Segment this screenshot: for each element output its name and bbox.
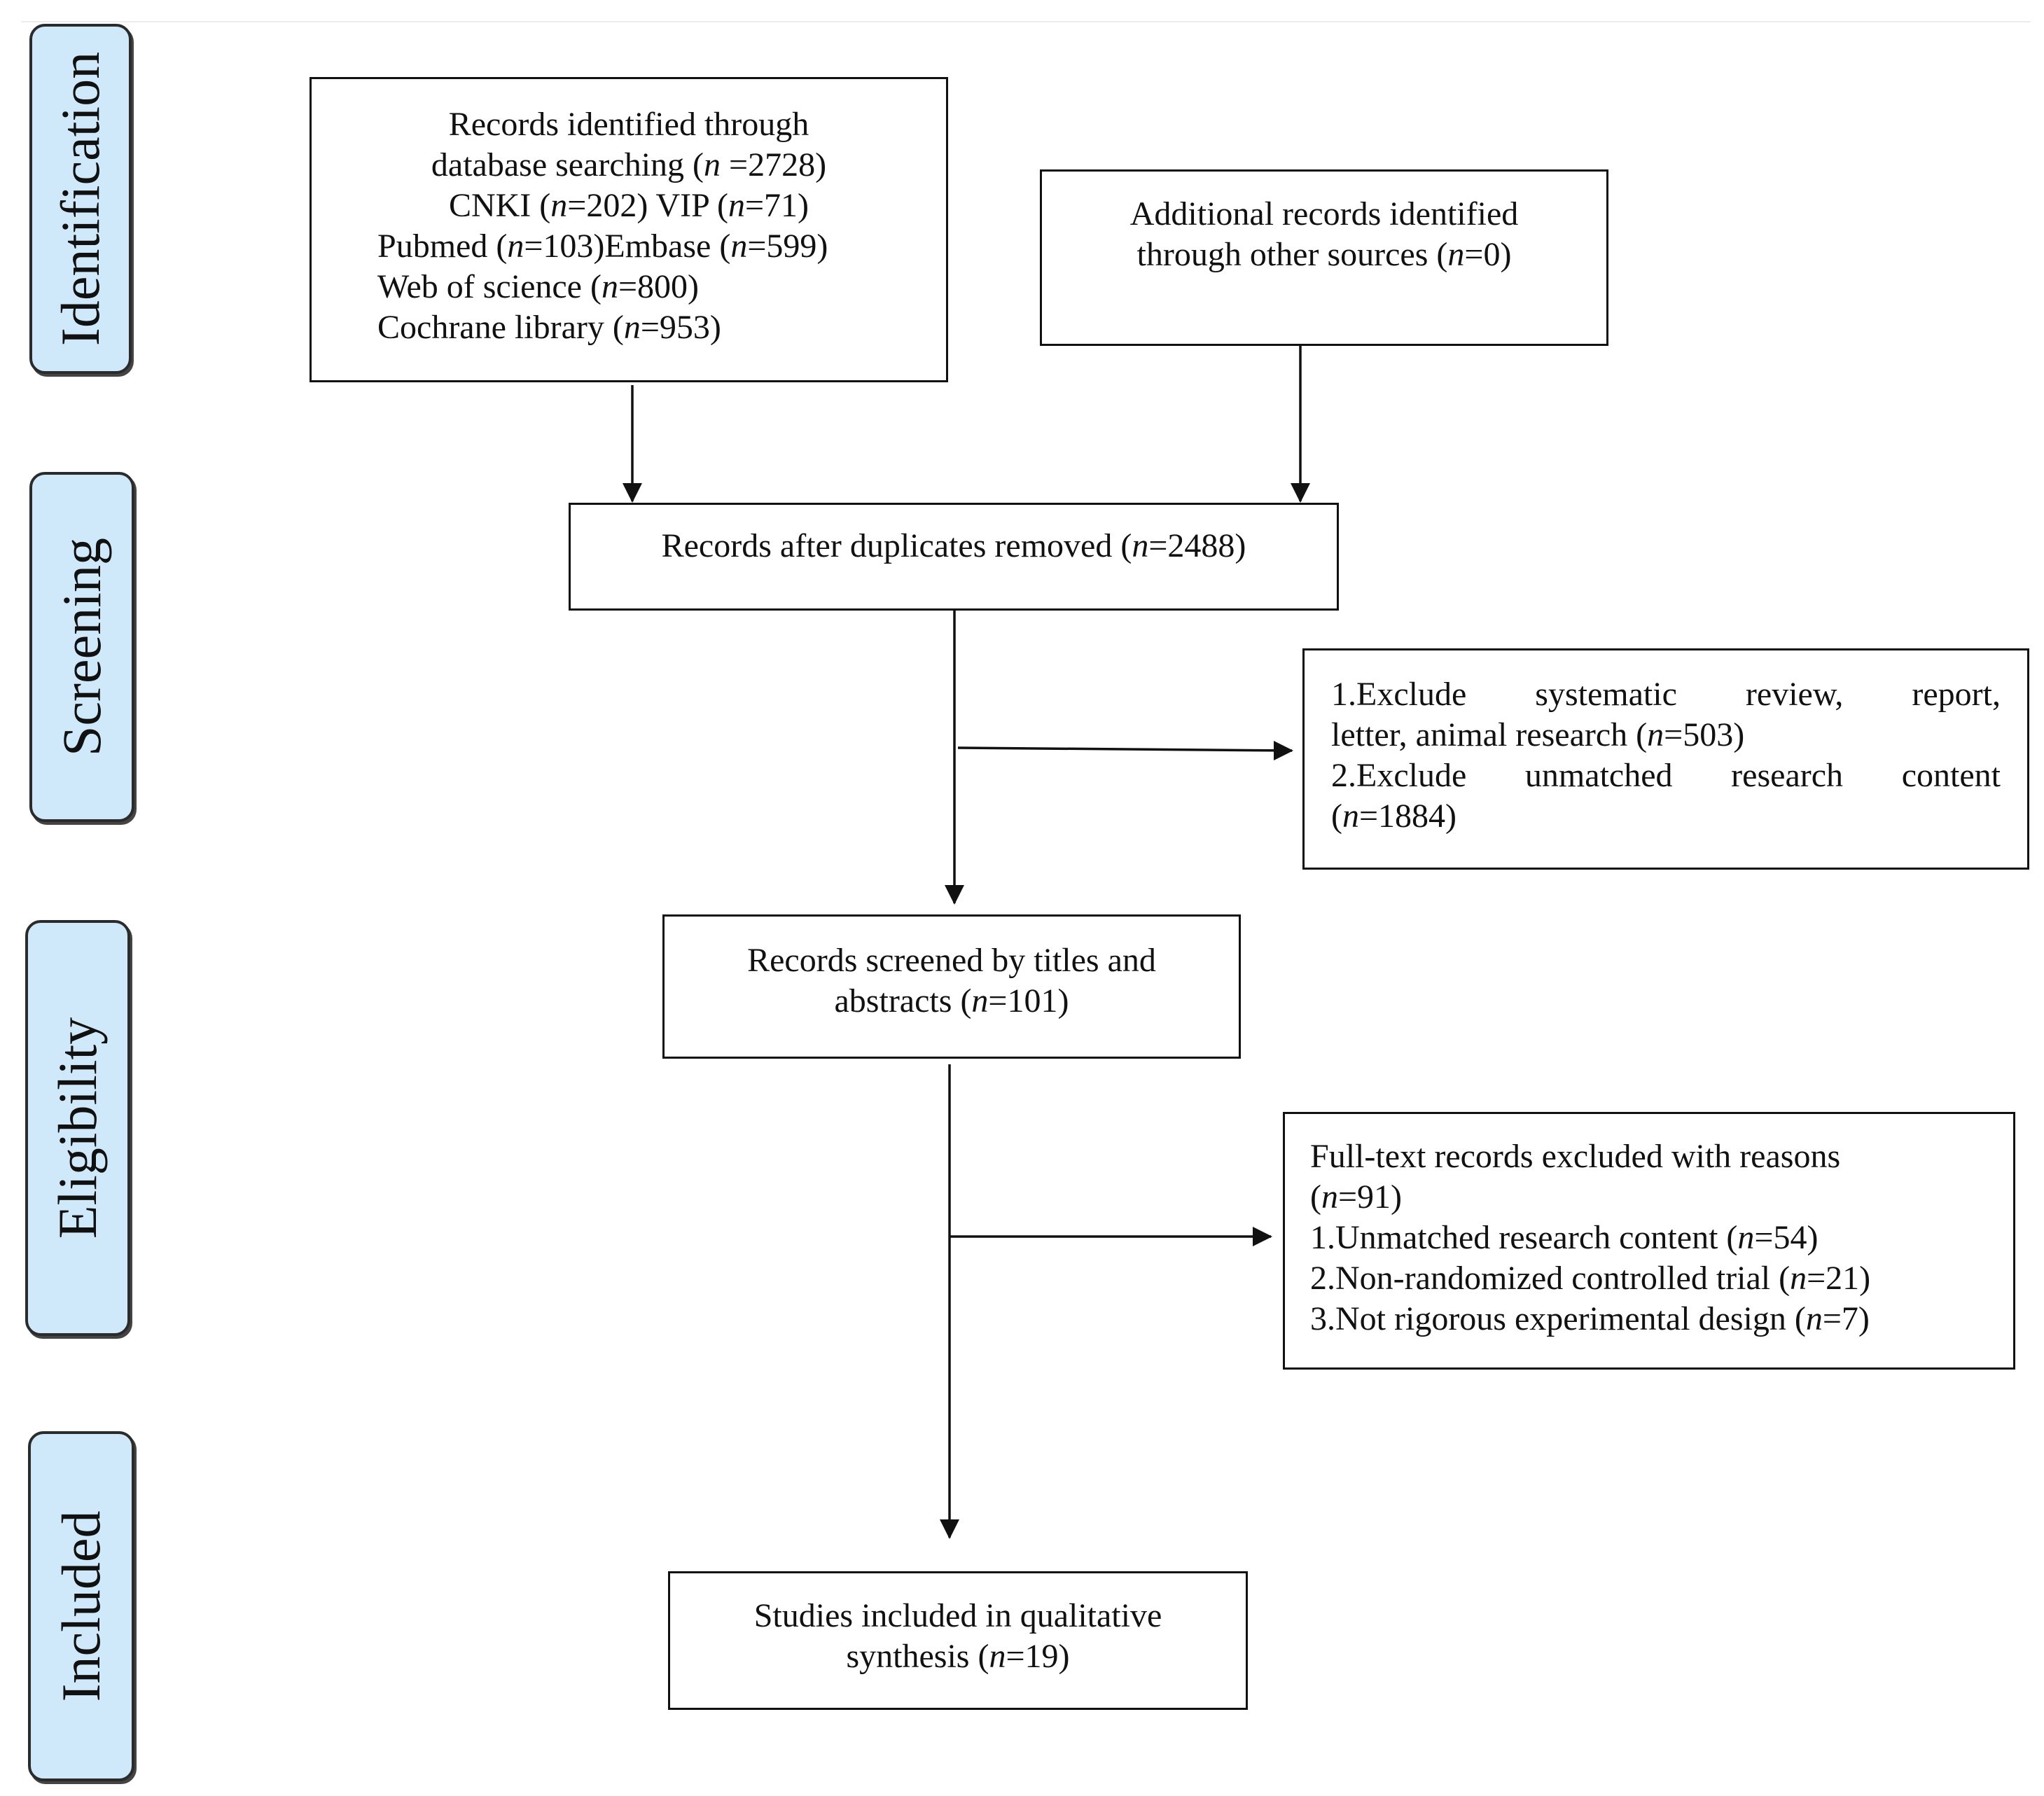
arrowhead-screening-excluded	[1274, 741, 1293, 760]
count-variable: n	[601, 268, 618, 305]
fulltext-excluded-line-1: Full-text records excluded with reasons	[1310, 1138, 1841, 1175]
stage-screening: Screening	[29, 472, 134, 822]
count-variable: n	[1737, 1219, 1755, 1256]
screened-titles-line-2: abstracts (n=101)	[834, 982, 1069, 1019]
duplicates-removed-text: Records after duplicates removed (n=2488…	[661, 527, 1246, 564]
stage-included: Included	[28, 1431, 134, 1781]
arrowhead-fulltext-excluded	[1253, 1227, 1272, 1246]
count-variable: n	[507, 228, 524, 265]
box-duplicates-removed: Records after duplicates removed (n=2488…	[569, 503, 1339, 611]
screened-titles-line-1: Records screened by titles and	[747, 942, 1156, 979]
screening-excluded-line-3: 2.Exclude unmatched research content	[1331, 757, 2001, 794]
included-line-2: synthesis (n=19)	[846, 1638, 1070, 1675]
count-variable: n	[1321, 1178, 1338, 1216]
fulltext-excluded-line-2: (n=91)	[1310, 1178, 1403, 1216]
count-variable: n	[550, 187, 568, 224]
count-variable: n	[704, 146, 721, 183]
database-line-5: Web of science (n=800)	[377, 268, 700, 305]
stage-identification: Identification	[29, 24, 132, 374]
count-variable: n	[1132, 527, 1149, 564]
database-line-6: Cochrane library (n=953)	[377, 309, 721, 346]
count-variable: n	[728, 187, 745, 224]
fulltext-excluded-line-3: 1.Unmatched research content (n=54)	[1310, 1219, 1819, 1256]
other-sources-line-1: Additional records identified	[1129, 195, 1519, 232]
box-screened-titles: Records screened by titles and abstracts…	[662, 914, 1241, 1059]
count-variable: n	[1342, 798, 1359, 835]
screening-excluded-line-4: (n=1884)	[1331, 798, 1457, 835]
count-variable: n	[1647, 716, 1664, 753]
screening-excluded-line-1: 1.Exclude systematic review, report,	[1331, 676, 2001, 713]
arrowhead-included	[940, 1519, 959, 1539]
box-fulltext-excluded: Full-text records excluded with reasons …	[1283, 1112, 2015, 1370]
database-line-3: CNKI (n=202) VIP (n=71)	[448, 187, 809, 224]
database-line-2: database searching (n =2728)	[431, 146, 827, 183]
count-variable: n	[1447, 236, 1465, 273]
stage-eligibility: Eligibility	[25, 920, 130, 1336]
arrow-to-screening-excluded	[957, 746, 1293, 752]
database-line-1: Records identified through	[448, 106, 809, 143]
arrowhead-database	[623, 483, 642, 503]
arrowhead-other	[1291, 483, 1310, 503]
count-variable: n	[989, 1638, 1006, 1675]
count-variable: n	[1805, 1300, 1823, 1337]
database-line-4: Pubmed (n=103)Embase (n=599)	[377, 228, 828, 265]
box-screening-excluded: 1.Exclude systematic review, report, let…	[1302, 648, 2029, 870]
count-variable: n	[623, 309, 641, 346]
other-sources-line-2: through other sources (n=0)	[1136, 236, 1512, 273]
arrowhead-screened	[945, 885, 964, 905]
count-variable: n	[730, 228, 748, 265]
box-database-records: Records identified through database sear…	[310, 77, 948, 382]
count-variable: n	[1790, 1260, 1807, 1297]
screening-excluded-line-2: letter, animal research (n=503)	[1331, 716, 1745, 753]
included-line-1: Studies included in qualitative	[753, 1597, 1162, 1634]
top-rule	[21, 21, 2031, 22]
count-variable: n	[971, 982, 989, 1019]
box-other-sources: Additional records identified through ot…	[1040, 169, 1608, 346]
fulltext-excluded-line-4: 2.Non-randomized controlled trial (n=21)	[1310, 1260, 1871, 1297]
fulltext-excluded-line-5: 3.Not rigorous experimental design (n=7)	[1310, 1300, 1870, 1337]
box-included-studies: Studies included in qualitative synthesi…	[668, 1571, 1248, 1710]
